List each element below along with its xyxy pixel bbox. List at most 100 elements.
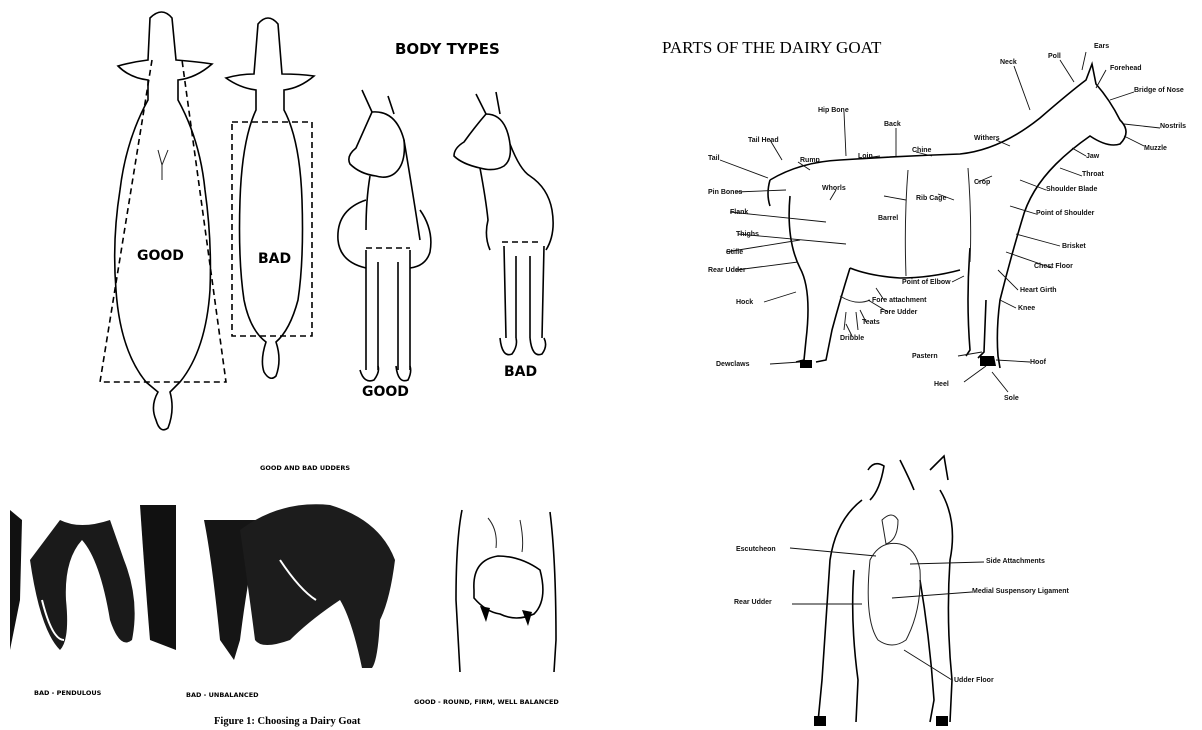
- label-back: Back: [884, 121, 901, 128]
- good-front-legs: [366, 250, 410, 370]
- rear-labels: Escutcheon Side Attachments Medial Suspe…: [734, 546, 1070, 684]
- label-pin-bones: Pin Bones: [708, 189, 742, 196]
- label-dribble: Dribble: [840, 335, 864, 342]
- goat-rear-hooves: [814, 716, 948, 726]
- label-stifle: Stifle: [726, 249, 743, 256]
- label-nostrils: Nostrils: [1160, 123, 1186, 130]
- label-flank: Flank: [730, 209, 748, 216]
- label-ears: Ears: [1094, 43, 1109, 50]
- label-hoof: Hoof: [1030, 359, 1047, 366]
- body-types-title: BODY TYPES: [395, 40, 500, 58]
- label-medial-suspensory-ligament: Medial Suspensory Ligament: [972, 588, 1070, 595]
- label-sole: Sole: [1004, 395, 1019, 402]
- label-chine: Chine: [912, 147, 932, 154]
- top-bad-label: BAD: [258, 251, 291, 267]
- bad-goat-body: [226, 18, 314, 378]
- good-front-head: [349, 112, 405, 177]
- good-front-hooves: [360, 366, 411, 381]
- bad-front-ears: [476, 92, 500, 114]
- goat-hooves: [800, 356, 996, 368]
- good-front-barrel: [338, 200, 431, 268]
- udder3-legs: [456, 510, 556, 672]
- bad-front-head: [454, 114, 510, 170]
- label-heel: Heel: [934, 381, 949, 388]
- good-wedge-outline: [100, 60, 226, 382]
- parts-of-goat-figure: PARTS OF THE DAIRY GOAT Ears Poll Neck F…: [662, 38, 1186, 726]
- label-heart-girth: Heart Girth: [1020, 287, 1057, 294]
- udder-unbalanced-illustration: [204, 504, 395, 668]
- label-forehead: Forehead: [1110, 65, 1142, 72]
- figure-caption: Figure 1: Choosing a Dairy Goat: [214, 716, 361, 727]
- good-front-neck: [366, 140, 420, 240]
- label-rear-udder-rear: Rear Udder: [734, 599, 772, 606]
- udder2-unbalanced-bag: [240, 504, 395, 668]
- udder-caption-pendulous: BAD - PENDULOUS: [34, 689, 102, 697]
- front-view-bad-goat: BAD: [454, 92, 553, 380]
- label-rear-udder: Rear Udder: [708, 267, 746, 274]
- top-view-bad-goat: BAD: [226, 18, 314, 378]
- bad-front-neck-body: [480, 144, 553, 250]
- label-hip-bone: Hip Bone: [818, 107, 849, 114]
- label-withers: Withers: [974, 135, 1000, 142]
- label-udder-floor: Udder Floor: [954, 677, 994, 684]
- label-rump: Rump: [800, 157, 820, 164]
- label-tail-head: Tail Head: [748, 137, 779, 144]
- good-front-ears: [362, 90, 394, 114]
- label-shoulder-blade: Shoulder Blade: [1046, 186, 1097, 193]
- goat-barrel-lines: [905, 168, 970, 276]
- label-point-of-elbow: Point of Elbow: [902, 279, 951, 286]
- label-fore-attachment: Fore attachment: [872, 297, 927, 304]
- udder-good-illustration: [456, 510, 556, 672]
- side-labels: Ears Poll Neck Forehead Bridge of Nose N…: [708, 43, 1186, 402]
- label-fore-udder: Fore Udder: [880, 309, 918, 316]
- top-good-label: GOOD: [137, 248, 184, 264]
- label-brisket: Brisket: [1062, 243, 1086, 250]
- label-thighs: Thighs: [736, 231, 759, 238]
- label-crop: Crop: [974, 179, 990, 186]
- label-loin: Loin: [858, 153, 873, 160]
- label-pastern: Pastern: [912, 353, 938, 360]
- udders-title: GOOD AND BAD UDDERS: [260, 464, 350, 472]
- label-bridge-of-nose: Bridge of Nose: [1134, 87, 1184, 94]
- label-hock: Hock: [736, 299, 753, 306]
- label-side-attachments: Side Attachments: [986, 558, 1045, 565]
- front-good-label: GOOD: [362, 384, 409, 400]
- bad-front-legs: [504, 246, 544, 338]
- udder3-shading: [488, 518, 523, 552]
- body-types-figure: BODY TYPES GOOD BAD GOOD: [10, 12, 559, 727]
- udder-pendulous-illustration: [10, 505, 176, 650]
- udder-caption-unbalanced: BAD - UNBALANCED: [186, 691, 259, 699]
- rear-view-goat: [814, 456, 952, 726]
- label-poll: Poll: [1048, 53, 1061, 60]
- top-view-good-goat: GOOD: [100, 12, 226, 430]
- udder-caption-good: GOOD - ROUND, FIRM, WELL BALANCED: [414, 698, 559, 706]
- label-dewclaws: Dewclaws: [716, 361, 750, 368]
- label-tail: Tail: [708, 155, 720, 162]
- parts-title: PARTS OF THE DAIRY GOAT: [662, 38, 882, 57]
- label-muzzle: Muzzle: [1144, 145, 1167, 152]
- goat-rear-outline: [818, 456, 952, 722]
- label-point-of-shoulder: Point of Shoulder: [1036, 210, 1095, 217]
- label-teats: Teats: [862, 319, 880, 326]
- udder1-left-leg: [10, 510, 22, 650]
- side-leader-lines: [720, 52, 1160, 392]
- good-goat-body: [115, 12, 212, 430]
- label-escutcheon: Escutcheon: [736, 546, 776, 553]
- label-whorls: Whorls: [822, 185, 846, 192]
- label-chest-floor: Chest Floor: [1034, 263, 1073, 270]
- rear-leader-lines: [790, 548, 984, 680]
- label-knee: Knee: [1018, 305, 1035, 312]
- label-throat: Throat: [1082, 171, 1104, 178]
- bad-front-hooves: [500, 338, 546, 355]
- label-barrel: Barrel: [878, 215, 898, 222]
- udder1-pendulous-bag: [30, 520, 135, 650]
- front-view-good-goat: GOOD: [338, 90, 431, 400]
- goat-rear-escutcheon: [882, 515, 898, 544]
- label-jaw: Jaw: [1086, 153, 1100, 160]
- front-bad-label: BAD: [504, 364, 537, 380]
- label-rib-cage: Rib Cage: [916, 195, 946, 202]
- good-spine-mark: [158, 150, 168, 180]
- udder1-right-leg: [140, 505, 176, 650]
- label-neck: Neck: [1000, 59, 1017, 66]
